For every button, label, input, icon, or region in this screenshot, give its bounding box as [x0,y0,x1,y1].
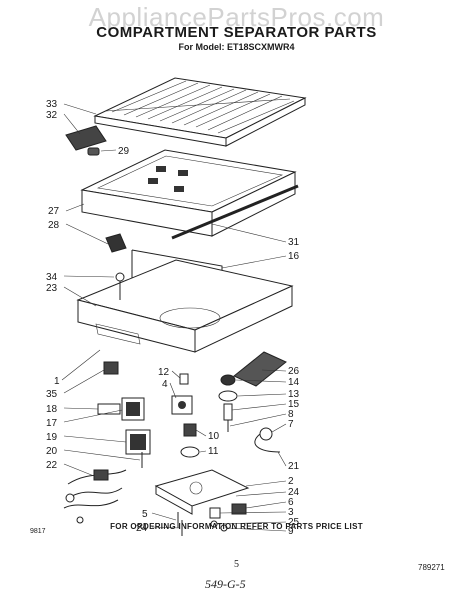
model-subtitle: For Model: ET18SCXMWR4 [178,42,295,52]
callout-17: 17 [46,418,58,429]
part-14-bushing [220,374,236,386]
leader-lines [61,103,287,532]
handwritten-note: 549-G-5 [205,577,246,591]
callout-22: 22 [46,460,58,471]
callout-2: 2 [288,476,294,487]
callout-12: 12 [158,367,170,378]
part-3-button [209,507,221,519]
callout-1: 1 [54,376,60,387]
part-27-separator-cover [80,149,297,237]
part-7-light [254,427,281,453]
part-4-control [171,395,193,415]
callout-25: 25 [288,517,300,528]
callout-27: 27 [48,206,60,217]
callout-24-right: 24 [288,487,300,498]
part-17-damper-housing [121,397,145,421]
callout-4: 4 [162,379,168,390]
corner-code-right: 789271 [418,563,445,572]
callout-34: 34 [46,272,58,283]
part-34-screw [115,272,125,300]
callout-19: 19 [46,432,58,443]
part-2-lower-housing [154,469,250,515]
diagram-title: COMPARTMENT SEPARATOR PARTS [96,24,377,41]
callout-5: 5 [142,509,148,520]
part-35-connector [103,361,119,375]
part-15-sensor [223,403,233,421]
callout-24-left: 24 [136,523,148,534]
corner-code-left: 9817 [30,528,46,535]
part-11-grommet [180,446,200,458]
part-26-gasket [233,351,287,387]
part-10-part [183,423,197,437]
callout-29: 29 [118,146,130,157]
part-28-block [105,233,127,253]
callout-32: 32 [46,110,58,121]
part-33-grille-panel [93,77,307,147]
ordering-note: FOR ORDERING INFORMATION REFER TO PARTS … [110,522,363,531]
callout-20: 20 [46,446,58,457]
callout-8: 8 [288,409,294,420]
part-31-seal-strip [171,184,299,240]
callout-6: 6 [288,497,294,508]
callout-9: 9 [288,526,294,537]
callout-18: 18 [46,404,58,415]
part-32-label-plate [65,125,107,151]
watermark: AppliancePartsPros.com [88,2,385,32]
callout-11: 11 [208,446,219,457]
callout-3: 3 [288,507,294,518]
callout-14: 14 [288,377,300,388]
callout-15: 15 [288,399,300,410]
callout-35: 35 [46,389,58,400]
callout-26: 26 [288,366,300,377]
callout-16: 16 [288,251,300,262]
part-22-wire-harness [63,469,127,524]
page-number: 5 [234,559,239,570]
callout-10: 10 [208,431,220,442]
part-13-seal [218,390,238,402]
callout-13: 13 [288,389,300,400]
callout-21: 21 [288,461,300,472]
callout-7: 7 [288,419,294,430]
part-19-damper [125,429,151,455]
callout-31: 31 [288,237,300,248]
part-6-switch [231,503,247,515]
callout-23: 23 [46,283,58,294]
part-12-clip [179,373,189,385]
part-29-clip [87,147,100,156]
part-23-separator-base [76,259,294,353]
callout-28: 28 [48,220,60,231]
callout-33: 33 [46,99,58,110]
